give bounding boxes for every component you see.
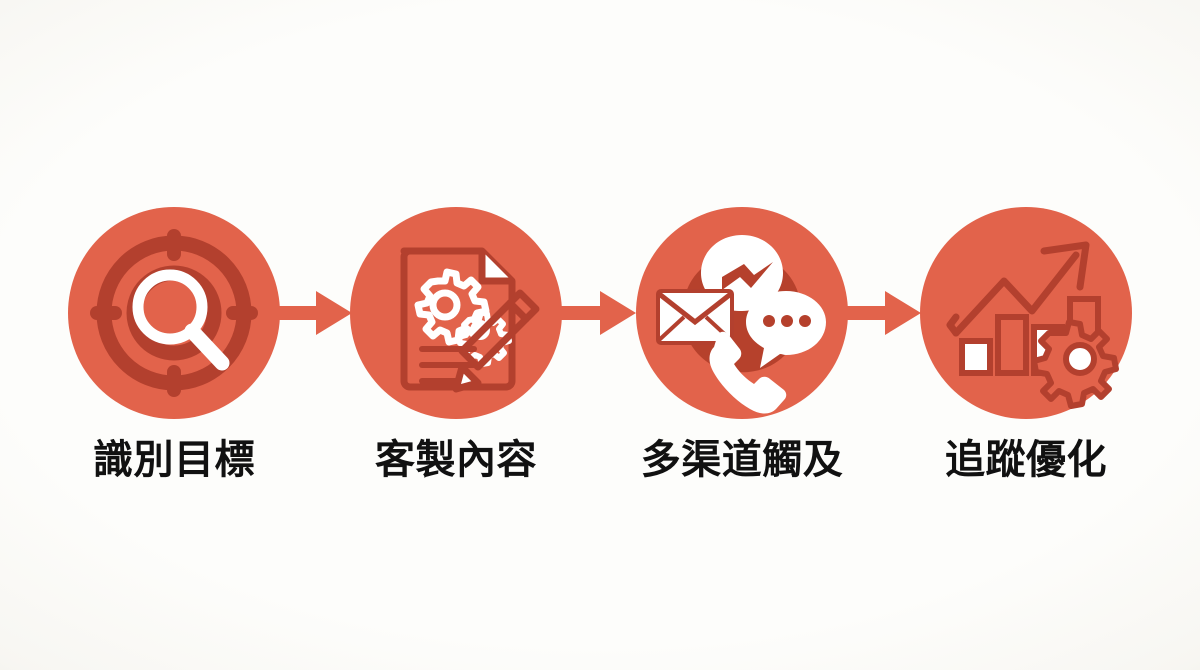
arrow-step3-to-step4 bbox=[845, 287, 921, 339]
growth-chart-gear-icon bbox=[920, 207, 1132, 419]
step-label-custom-content: 客製內容 bbox=[375, 438, 537, 482]
flow-step-track-optimize[interactable] bbox=[920, 207, 1132, 419]
flow-step-identify-target[interactable] bbox=[68, 207, 280, 419]
flow-step-multichannel-reach[interactable] bbox=[636, 207, 848, 419]
multichannel-messaging-icon bbox=[636, 207, 848, 419]
step-label-identify-target: 識別目標 bbox=[93, 438, 255, 482]
step-label-multichannel-reach: 多渠道觸及 bbox=[640, 438, 844, 482]
target-magnifier-icon bbox=[68, 207, 280, 419]
arrow-step2-to-step3 bbox=[560, 287, 636, 339]
document-gears-pencil-icon bbox=[350, 207, 562, 419]
flow-step-custom-content[interactable] bbox=[350, 207, 562, 419]
step-label-track-optimize: 追蹤優化 bbox=[945, 438, 1107, 482]
arrow-step1-to-step2 bbox=[276, 287, 352, 339]
